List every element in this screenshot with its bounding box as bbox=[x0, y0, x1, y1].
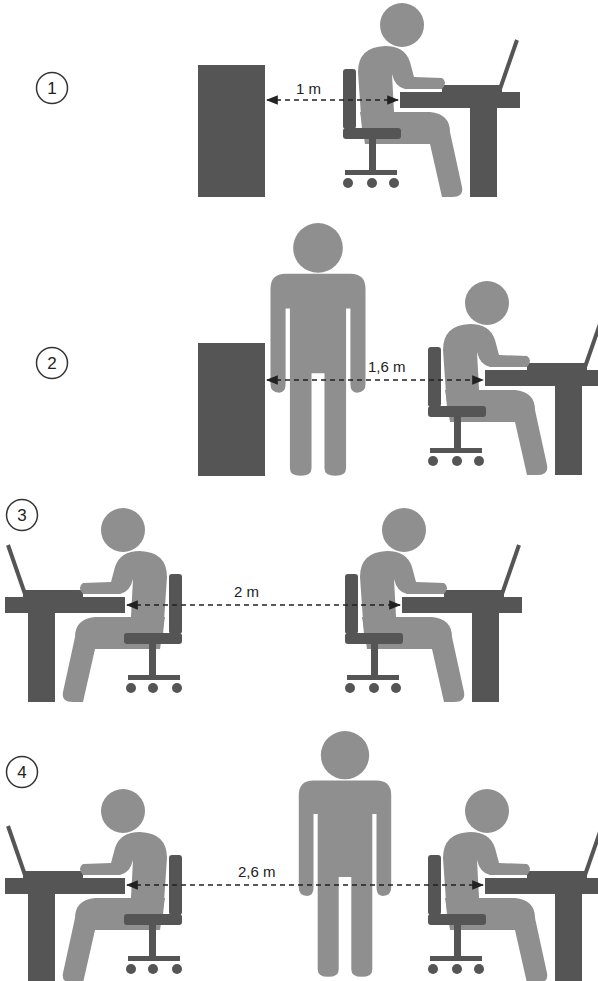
step-number: 1 bbox=[47, 80, 56, 97]
circle-shape bbox=[7, 500, 38, 531]
step-number: 3 bbox=[17, 507, 26, 524]
cabinet bbox=[198, 65, 265, 197]
dimension-label: 1,6 m bbox=[368, 359, 406, 374]
step-number: 2 bbox=[47, 355, 56, 372]
dimension-line bbox=[127, 604, 400, 606]
cabinet bbox=[198, 343, 265, 476]
dimension-label: 2 m bbox=[234, 584, 259, 599]
step-number-circle: 4 bbox=[5, 755, 39, 789]
step-number: 4 bbox=[17, 764, 26, 781]
circle-shape bbox=[37, 73, 68, 104]
dimension-line bbox=[267, 379, 483, 381]
step-number-circle: 3 bbox=[5, 498, 39, 532]
dimension-line bbox=[127, 884, 483, 886]
step-number-circle: 2 bbox=[35, 346, 69, 380]
standing-person bbox=[299, 731, 391, 977]
dimension-label: 2,6 m bbox=[238, 864, 276, 879]
circle-shape bbox=[7, 757, 38, 788]
seated-worker bbox=[428, 281, 598, 475]
dimension-line bbox=[267, 99, 398, 101]
standing-person bbox=[270, 223, 365, 476]
circle-shape bbox=[37, 348, 68, 379]
step-number-circle: 1 bbox=[35, 71, 69, 105]
dimension-label: 1 m bbox=[296, 81, 321, 96]
